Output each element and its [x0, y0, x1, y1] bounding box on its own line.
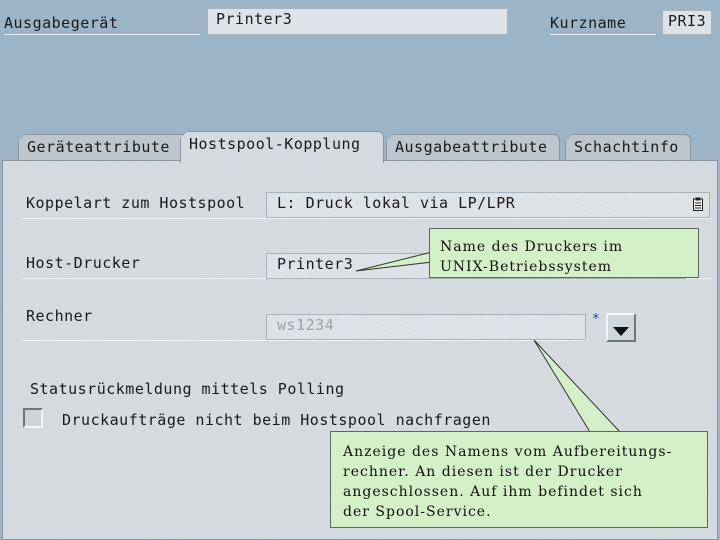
shortname-label: Kurzname — [550, 14, 656, 35]
coupling-label: Koppelart zum Hostspool — [26, 194, 246, 212]
host-row: Rechner — [22, 307, 582, 341]
tab-ausgabeattribute[interactable]: Ausgabeattribute — [386, 134, 560, 162]
printer-callout: Name des Druckers im UNIX-Betriebssystem — [429, 228, 699, 278]
coupling-select[interactable]: L: Druck lokal via LP/LPR — [266, 192, 710, 218]
host-printer-label: Host-Drucker — [26, 254, 141, 272]
dropdown-arrow-icon — [613, 323, 629, 341]
host-dropdown-button[interactable] — [606, 313, 636, 342]
device-input[interactable]: Printer3 — [207, 8, 508, 35]
polling-checkbox[interactable] — [23, 408, 43, 428]
required-marker: * — [592, 312, 600, 327]
tab-hostspool-kopplung[interactable]: Hostspool-Kopplung — [180, 131, 384, 163]
polling-checkbox-label[interactable]: Druckaufträge nicht beim Hostspool nachf… — [62, 411, 491, 429]
host-label: Rechner — [26, 307, 93, 325]
device-label: Ausgabegerät — [4, 14, 200, 35]
tab-schachtinfo[interactable]: Schachtinfo — [565, 134, 691, 162]
host-input[interactable]: ws1234 — [266, 314, 586, 340]
status-heading: Statusrückmeldung mittels Polling — [30, 380, 345, 398]
tab-geraeteattribute[interactable]: Geräteattribute — [18, 134, 188, 162]
shortname-input[interactable]: PRI3 — [662, 10, 712, 35]
host-callout: Anzeige des Namens vom Aufbereitungs- re… — [330, 431, 708, 528]
coupling-row: Koppelart zum Hostspool — [22, 193, 712, 219]
coupling-value: L: Druck lokal via LP/LPR — [277, 194, 516, 212]
clipboard-icon[interactable] — [693, 197, 703, 211]
